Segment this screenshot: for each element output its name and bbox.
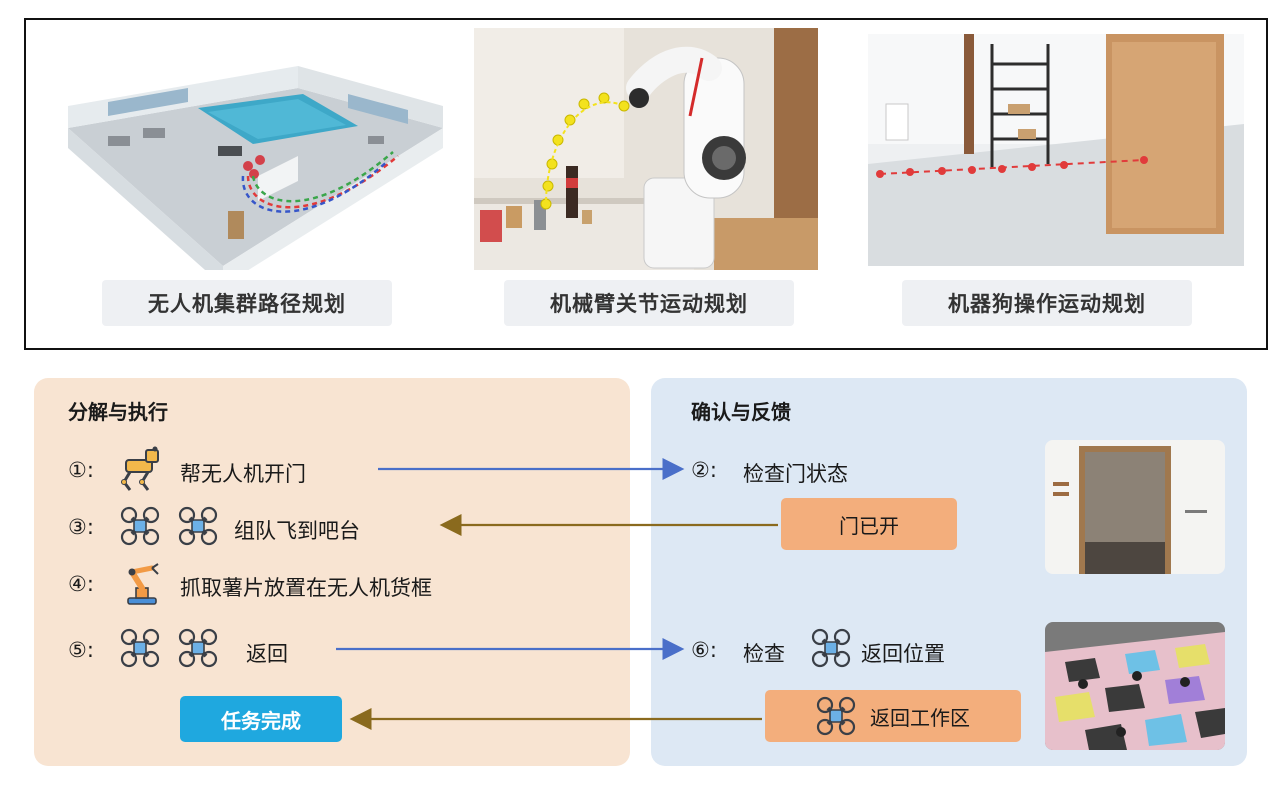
caption-drone-swarm: 无人机集群路径规划	[102, 280, 392, 326]
check-number: ②:	[691, 458, 717, 482]
check-text: 返回位置	[861, 642, 945, 666]
caption-robot-arm: 机械臂关节运动规划	[504, 280, 794, 326]
step-number: ④:	[68, 572, 94, 596]
door-open-tag: 门已开	[781, 498, 957, 550]
step-text: 抓取薯片放置在无人机货框	[180, 576, 432, 600]
check-number: ⑥:	[691, 638, 717, 662]
door-photo	[1045, 440, 1225, 574]
step-number: ⑤:	[68, 638, 94, 662]
task-complete-badge: 任务完成	[180, 696, 342, 742]
step-text: 组队飞到吧台	[234, 519, 360, 543]
step-number: ①:	[68, 458, 94, 482]
check-text: 检查门状态	[743, 462, 848, 486]
step-number: ③:	[68, 515, 94, 539]
panel-title-confirm: 确认与反馈	[691, 400, 791, 424]
robot-arm-image	[474, 28, 818, 270]
caption-robot-dog: 机器狗操作运动规划	[902, 280, 1192, 326]
panel-title-decompose: 分解与执行	[68, 400, 168, 424]
step-text: 返回	[246, 642, 288, 666]
step-text: 帮无人机开门	[180, 462, 306, 486]
workspace-photo	[1045, 622, 1225, 750]
drone-swarm-image	[48, 36, 448, 270]
robot-arm-icon	[120, 562, 164, 610]
return-area-tag: 返回工作区	[765, 690, 1021, 742]
robot-dog-image	[868, 34, 1244, 266]
return-area-label: 返回工作区	[870, 705, 970, 730]
check-text: 检查	[743, 642, 785, 666]
decompose-execute-panel: 分解与执行 ①: 帮无人机开门 ③: 组队飞到吧台 ④: 抓取薯片	[34, 378, 630, 766]
confirm-feedback-panel: 确认与反馈 ②: 检查门状态 门已开 ⑥: 检查 返回位置 返回工作区	[651, 378, 1247, 766]
robot-dog-icon	[118, 446, 162, 496]
scenario-frame: 无人机集群路径规划 机械臂关节运动规划 机器狗操作运动规划	[24, 18, 1268, 350]
